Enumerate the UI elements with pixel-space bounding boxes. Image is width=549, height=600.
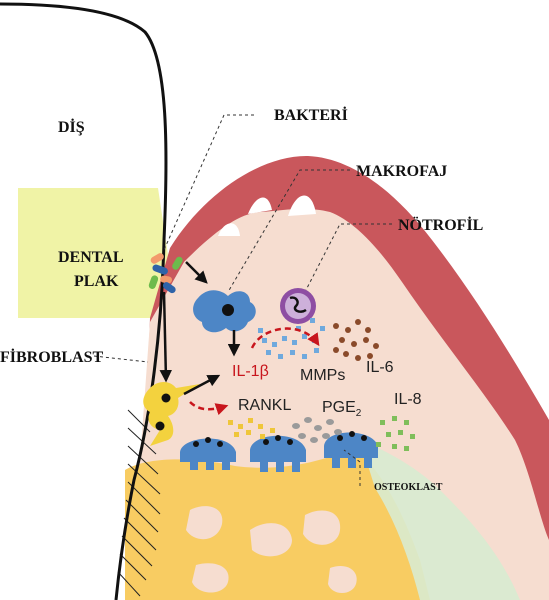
bone-hole-3 xyxy=(303,510,340,544)
pge2-base: PGE xyxy=(322,399,356,416)
bone-hole-5 xyxy=(328,566,357,593)
tooth-label: DİŞ xyxy=(58,117,85,136)
bacteria-label: BAKTERİ xyxy=(274,105,348,124)
dental-plaque-label-line2: PLAK xyxy=(74,273,119,290)
rankl-label: RANKL xyxy=(238,397,291,414)
osteoclast-label: OSTEOKLAST xyxy=(374,482,443,493)
pge2-subscript: 2 xyxy=(356,408,362,419)
bone-hole-4 xyxy=(192,563,229,592)
macrophage-label: MAKROFAJ xyxy=(356,163,447,180)
fibroblast-label: FİBROBLAST xyxy=(0,347,103,366)
dental-plaque-label-line1: DENTAL xyxy=(58,249,124,266)
neutrophil-label: NÖTROFİL xyxy=(398,215,483,234)
il6-label: IL-6 xyxy=(366,359,394,376)
il1b-label: IL-1β xyxy=(232,363,269,380)
mmps-label: MMPs xyxy=(300,367,345,384)
il8-label: IL-8 xyxy=(394,391,422,408)
bone-hole-2 xyxy=(250,523,292,556)
